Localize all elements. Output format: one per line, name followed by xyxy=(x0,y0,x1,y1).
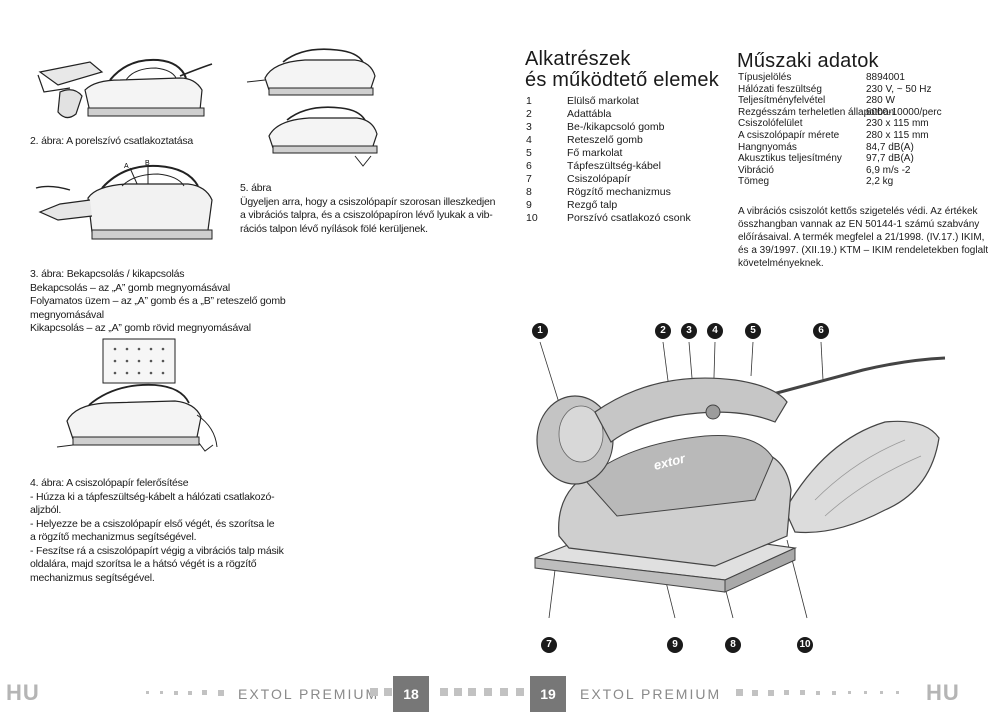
part-marker-6: 6 xyxy=(813,323,829,339)
part-marker-3: 3 xyxy=(681,323,697,339)
brand-name-left: EXTOL PREMIUM xyxy=(238,686,380,702)
part-marker-4: 4 xyxy=(707,323,723,339)
figure-5-caption: 5. ábra Ügyeljen arra, hogy a csiszolópa… xyxy=(240,182,496,235)
fig3-label-b: B xyxy=(145,160,150,167)
specs-heading: Műszaki adatok xyxy=(737,50,879,72)
part-marker-9: 9 xyxy=(667,637,683,653)
page-number-left: 18 xyxy=(393,676,429,712)
part-marker-7: 7 xyxy=(541,637,557,653)
language-code-left: HU xyxy=(6,680,40,705)
decorative-dots-left xyxy=(140,688,240,698)
decorative-dots-left-inner xyxy=(366,688,396,698)
part-marker-2: 2 xyxy=(655,323,671,339)
fig3-label-a: A xyxy=(124,163,129,170)
part-marker-1: 1 xyxy=(532,323,548,339)
parts-heading-line1: Alkatrészek xyxy=(525,48,631,70)
part-marker-5: 5 xyxy=(745,323,761,339)
brand-name-right: EXTOL PREMIUM xyxy=(580,686,722,702)
figure-2-dust-extraction xyxy=(37,58,213,119)
page-number-right: 19 xyxy=(530,676,566,712)
decorative-dots-right xyxy=(736,688,916,698)
language-code-right: HU xyxy=(926,680,960,705)
figure-5-sandpaper-holes xyxy=(246,48,378,167)
part-marker-8: 8 xyxy=(725,637,741,653)
figure-3-on-off: A B xyxy=(35,160,213,240)
specs-note: A vibrációs csiszolót kettős szigetelés … xyxy=(738,206,988,269)
part-marker-10: 10 xyxy=(797,637,813,653)
decorative-dots-center xyxy=(440,688,530,698)
figure-4-caption: 4. ábra: A csiszolópapír felerősítése - … xyxy=(30,477,284,584)
figure-3-caption: 3. ábra: Bekapcsolás / kikapcsolás Bekap… xyxy=(30,268,286,334)
figure-4-attach-sandpaper xyxy=(56,338,218,452)
sander-illustration: extor xyxy=(534,341,946,619)
figure-2-caption: 2. ábra: A porelszívó csatlakoztatása xyxy=(30,135,194,147)
parts-heading-line2: és működtető elemek xyxy=(525,69,719,91)
